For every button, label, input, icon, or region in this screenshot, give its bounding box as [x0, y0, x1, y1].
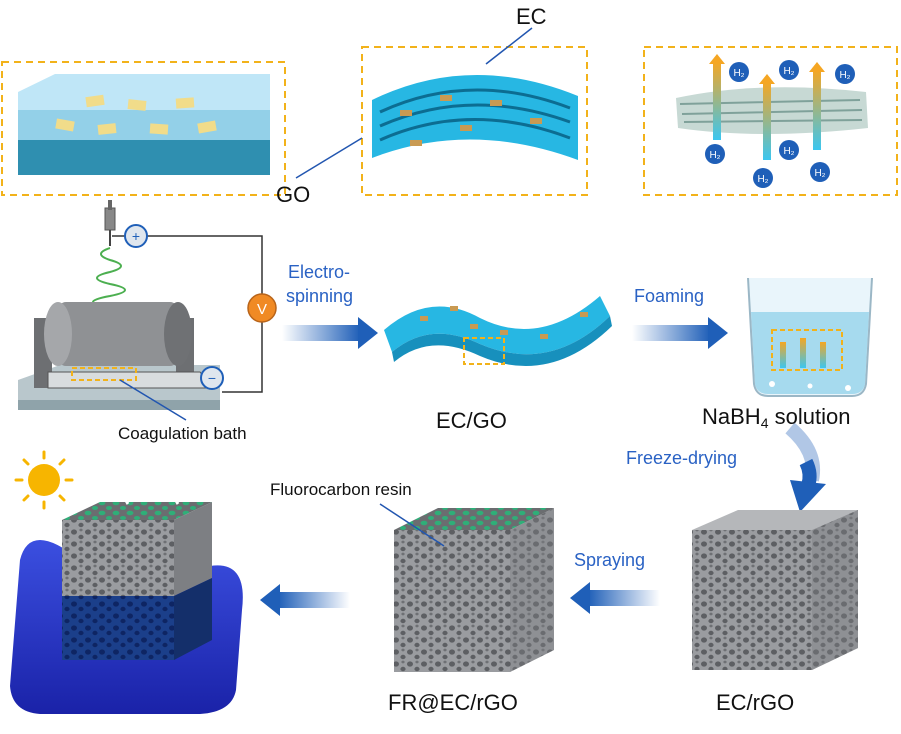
h2-bubble [705, 144, 725, 164]
nabh4-subscript: 4 [760, 415, 769, 431]
h2-bubble [779, 60, 799, 80]
h2-bubble [810, 162, 830, 182]
step-spraying: Spraying [574, 550, 646, 570]
bath-pointer-line [119, 379, 187, 421]
fiber-crosssection-illustration [372, 74, 578, 160]
step-electrospinning-line2: spinning [286, 286, 354, 306]
nabh4-prefix: NaBH [702, 404, 761, 429]
h2-label: H₂ [783, 146, 794, 157]
solar-evaporator-illustration [10, 445, 243, 714]
h2-bubble [779, 140, 799, 160]
go-pointer-line [295, 137, 363, 179]
ec-go-label: EC/GO [436, 408, 507, 433]
sun-icon [14, 450, 74, 510]
voltmeter-label: V [257, 301, 267, 318]
minus-sign: − [208, 370, 216, 386]
voltmeter-icon [247, 293, 277, 323]
electrospinning-apparatus [18, 200, 263, 410]
h2-bubble [729, 62, 749, 82]
arrow-electrospinning [282, 317, 378, 349]
ec-rgo-foam-cube [692, 510, 858, 670]
h2-bubble [753, 168, 773, 188]
go-label: GO [276, 182, 311, 207]
negative-terminal [200, 366, 224, 390]
h2-bubble [835, 64, 855, 84]
ec-rgo-label: EC/rGO [716, 690, 795, 715]
h2-label: H₂ [709, 150, 720, 161]
step-freeze-drying: Freeze-drying [626, 448, 738, 468]
ec-pointer-line [485, 27, 533, 65]
coagulation-bath-label: Coagulation bath [118, 424, 247, 443]
bath-inset-illustration [18, 74, 270, 175]
inset-frame-bath [1, 61, 286, 196]
inset-frame-foaming [643, 46, 898, 196]
h2-label: H₂ [757, 174, 768, 185]
inset-frame-fibers [361, 46, 588, 196]
beaker-illustration [747, 277, 873, 397]
positive-terminal [124, 224, 148, 248]
h2-label: H₂ [783, 66, 794, 77]
fluorocarbon-resin-label: Fluorocarbon resin [270, 480, 412, 499]
h2-label: H₂ [814, 168, 825, 179]
ec-go-membrane-illustration [384, 296, 612, 366]
arrow-foaming [632, 317, 728, 349]
h2-bubbles: H₂ H₂ H₂ H₂ H₂ H₂ H₂ [705, 60, 855, 188]
arrow-spraying [570, 582, 660, 614]
nabh4-solution-label: NaBH4 solution [702, 404, 850, 431]
h2-label: H₂ [839, 70, 850, 81]
ec-label: EC [516, 4, 547, 29]
resin-pointer-line [379, 503, 445, 547]
plus-sign: + [132, 228, 140, 244]
fr-ec-rgo-label: FR@EC/rGO [388, 690, 518, 715]
arrow-final [260, 584, 350, 616]
arrow-freeze-drying [785, 422, 826, 512]
step-foaming: Foaming [634, 286, 705, 306]
foaming-inset-illustration [676, 54, 868, 160]
h2-label: H₂ [733, 68, 744, 79]
nabh4-suffix: solution [768, 404, 851, 429]
step-electrospinning-line1: Electro- [288, 262, 351, 282]
fr-ec-rgo-cube [394, 508, 554, 672]
